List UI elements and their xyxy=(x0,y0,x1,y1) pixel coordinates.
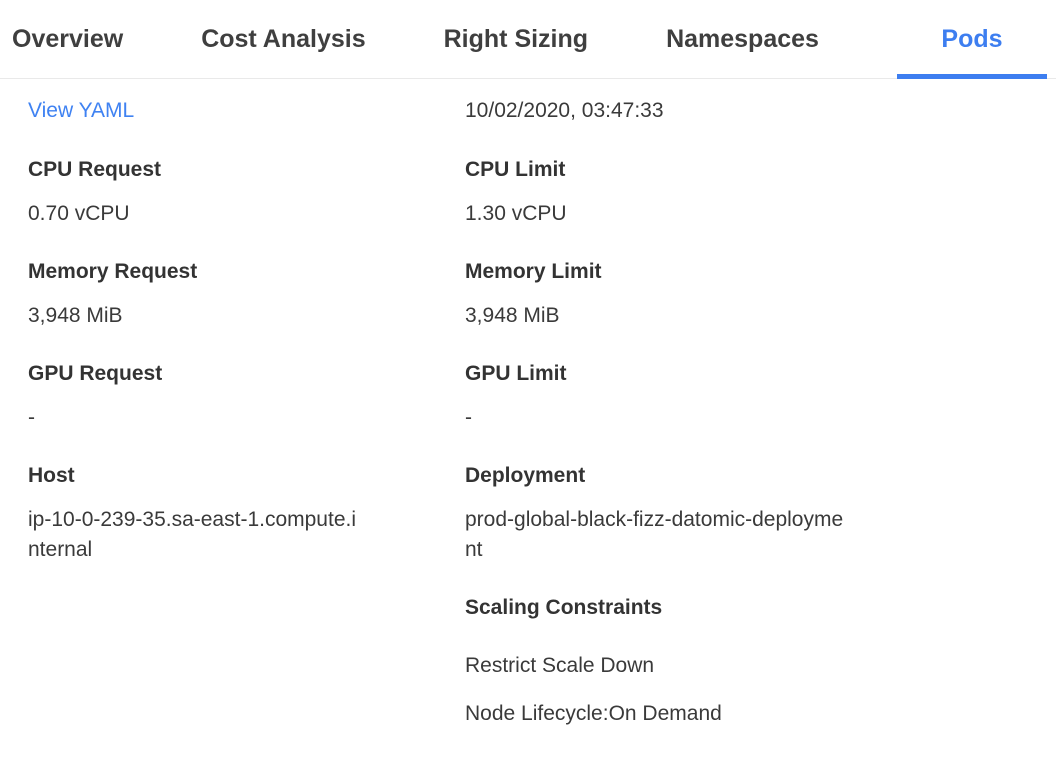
tab-namespaces[interactable]: Namespaces xyxy=(666,24,819,53)
timestamp: 10/02/2020, 03:47:33 xyxy=(465,99,664,122)
host-label: Host xyxy=(28,464,75,487)
deployment-label: Deployment xyxy=(465,464,586,487)
tab-pods[interactable]: Pods xyxy=(896,0,1047,79)
cpu-limit-label: CPU Limit xyxy=(465,158,566,181)
scaling-constraints-section: Scaling Constraints Restrict Scale Down … xyxy=(465,597,1028,725)
cpu-request-value: 0.70 vCPU xyxy=(28,202,130,225)
tab-overview[interactable]: Overview xyxy=(12,24,124,53)
deployment-block: Deployment prod-global-black-fizz-datomi… xyxy=(465,465,1028,565)
gpu-request-label: GPU Request xyxy=(28,362,163,385)
pod-details-panel: View YAML CPU Request 0.70 vCPU Memory R… xyxy=(0,79,1056,751)
memory-limit-value: 3,948 MiB xyxy=(465,304,560,327)
tab-cost-analysis[interactable]: Cost Analysis xyxy=(201,24,366,53)
gpu-request-block: GPU Request - xyxy=(28,363,465,433)
memory-limit-block: Memory Limit 3,948 MiB xyxy=(465,261,1028,331)
tab-bar: Overview Cost Analysis Right Sizing Name… xyxy=(0,0,1056,79)
cpu-limit-value: 1.30 vCPU xyxy=(465,202,567,225)
tab-right-sizing[interactable]: Right Sizing xyxy=(443,24,589,53)
gpu-request-value: - xyxy=(28,406,35,429)
scaling-constraint-restrict-scale-down: Restrict Scale Down xyxy=(465,654,655,677)
cpu-request-label: CPU Request xyxy=(28,158,162,181)
host-link[interactable]: ip-10-0-239-35.sa-east-1.compute.interna… xyxy=(28,508,357,561)
memory-limit-label: Memory Limit xyxy=(465,260,602,283)
details-right-column: 10/02/2020, 03:47:33 CPU Limit 1.30 vCPU… xyxy=(465,96,1028,751)
host-block: Host ip-10-0-239-35.sa-east-1.compute.in… xyxy=(28,465,465,565)
memory-request-label: Memory Request xyxy=(28,260,198,283)
memory-request-value: 3,948 MiB xyxy=(28,304,123,327)
scaling-constraint-node-lifecycle: Node Lifecycle:On Demand xyxy=(465,702,722,725)
deployment-link[interactable]: prod-global-black-fizz-datomic-deploymen… xyxy=(465,508,844,561)
gpu-limit-label: GPU Limit xyxy=(465,362,567,385)
gpu-limit-block: GPU Limit - xyxy=(465,363,1028,433)
scaling-constraints-title: Scaling Constraints xyxy=(465,596,663,619)
gpu-limit-value: - xyxy=(465,406,472,429)
cpu-limit-block: CPU Limit 1.30 vCPU xyxy=(465,159,1028,229)
view-yaml-link[interactable]: View YAML xyxy=(28,99,135,122)
details-left-column: View YAML CPU Request 0.70 vCPU Memory R… xyxy=(28,96,465,751)
memory-request-block: Memory Request 3,948 MiB xyxy=(28,261,465,331)
cpu-request-block: CPU Request 0.70 vCPU xyxy=(28,159,465,229)
